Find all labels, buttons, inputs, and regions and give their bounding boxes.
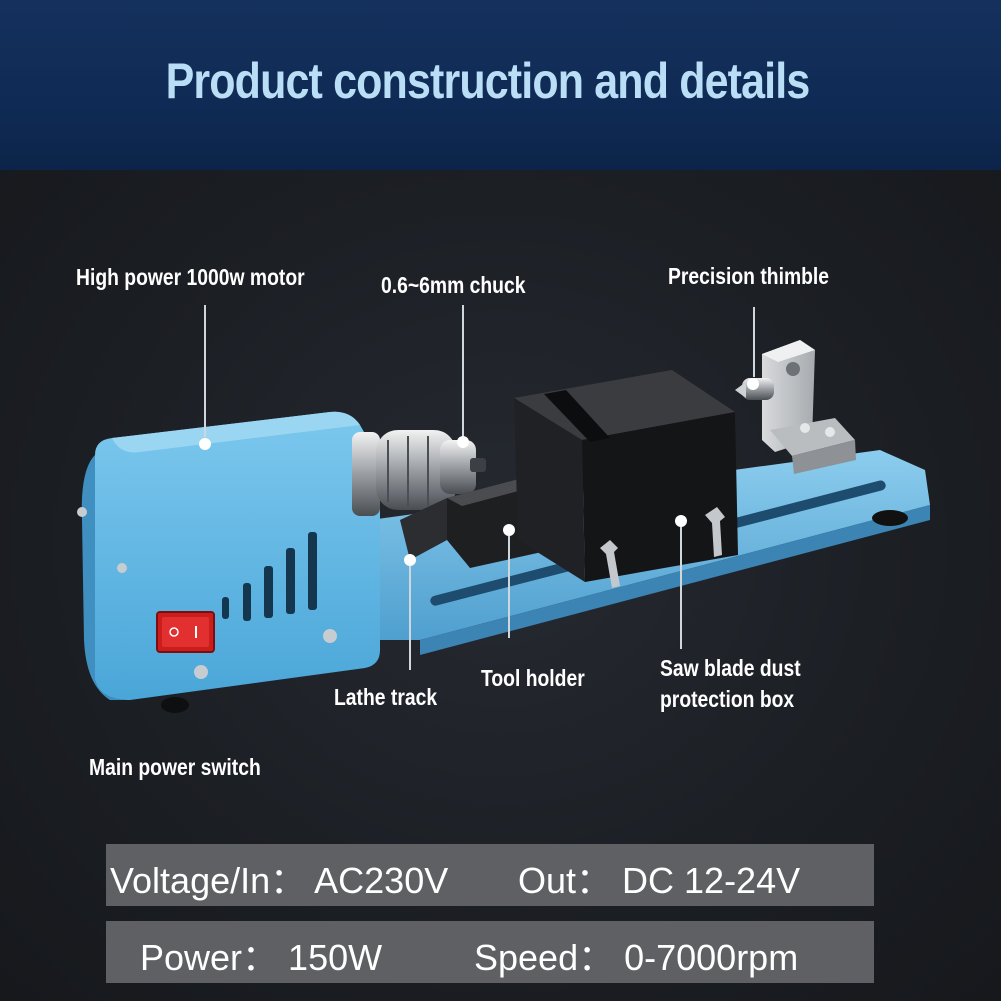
track-label: Lathe track: [334, 684, 438, 710]
tool-holder-leader-line: [508, 536, 510, 638]
motor-housing-shape: [77, 411, 380, 713]
thimble-label: Precision thimble: [668, 263, 830, 289]
page-title: Product construction and details: [165, 53, 811, 109]
spec-speed: Speed： 0-7000rpm: [474, 937, 799, 978]
dust-box-marker-dot: [675, 515, 687, 527]
chuck-label: 0.6~6mm chuck: [381, 272, 526, 298]
chuck-leader-line: [462, 305, 464, 437]
spec-bar-power: Power： 150W Speed： 0-7000rpm: [106, 921, 874, 983]
chuck-marker-dot: [457, 436, 469, 448]
thimble-leader-line: [753, 307, 755, 377]
spec-output: Out： DC 12-24V: [518, 860, 801, 901]
motor-leader-line: [204, 305, 206, 437]
track-leader-line: [409, 566, 411, 670]
thimble-marker-dot: [747, 378, 759, 390]
chuck-shape: [352, 430, 486, 516]
motor-label: High power 1000w motor: [76, 264, 305, 290]
spec-bar-voltage: Voltage/In： AC230V Out： DC 12-24V: [106, 844, 874, 906]
motor-marker-dot: [199, 438, 211, 450]
spec-voltage-in: Voltage/In： AC230V: [110, 860, 449, 901]
spec-power: Power： 150W: [140, 937, 383, 978]
tool-holder-marker-dot: [503, 524, 515, 536]
header-banner: Product construction and details: [0, 0, 1001, 170]
tool-holder-label: Tool holder: [481, 665, 585, 691]
power-switch-label: Main power switch: [89, 754, 261, 780]
track-marker-dot: [404, 554, 416, 566]
thimble-shape: [735, 340, 856, 474]
dust-box-leader-line: [680, 527, 682, 649]
dust-box-shape: [514, 370, 738, 588]
dust-box-label-line-1: Saw blade dust: [660, 655, 801, 681]
dust-box-label-line-2: protection box: [660, 686, 795, 712]
